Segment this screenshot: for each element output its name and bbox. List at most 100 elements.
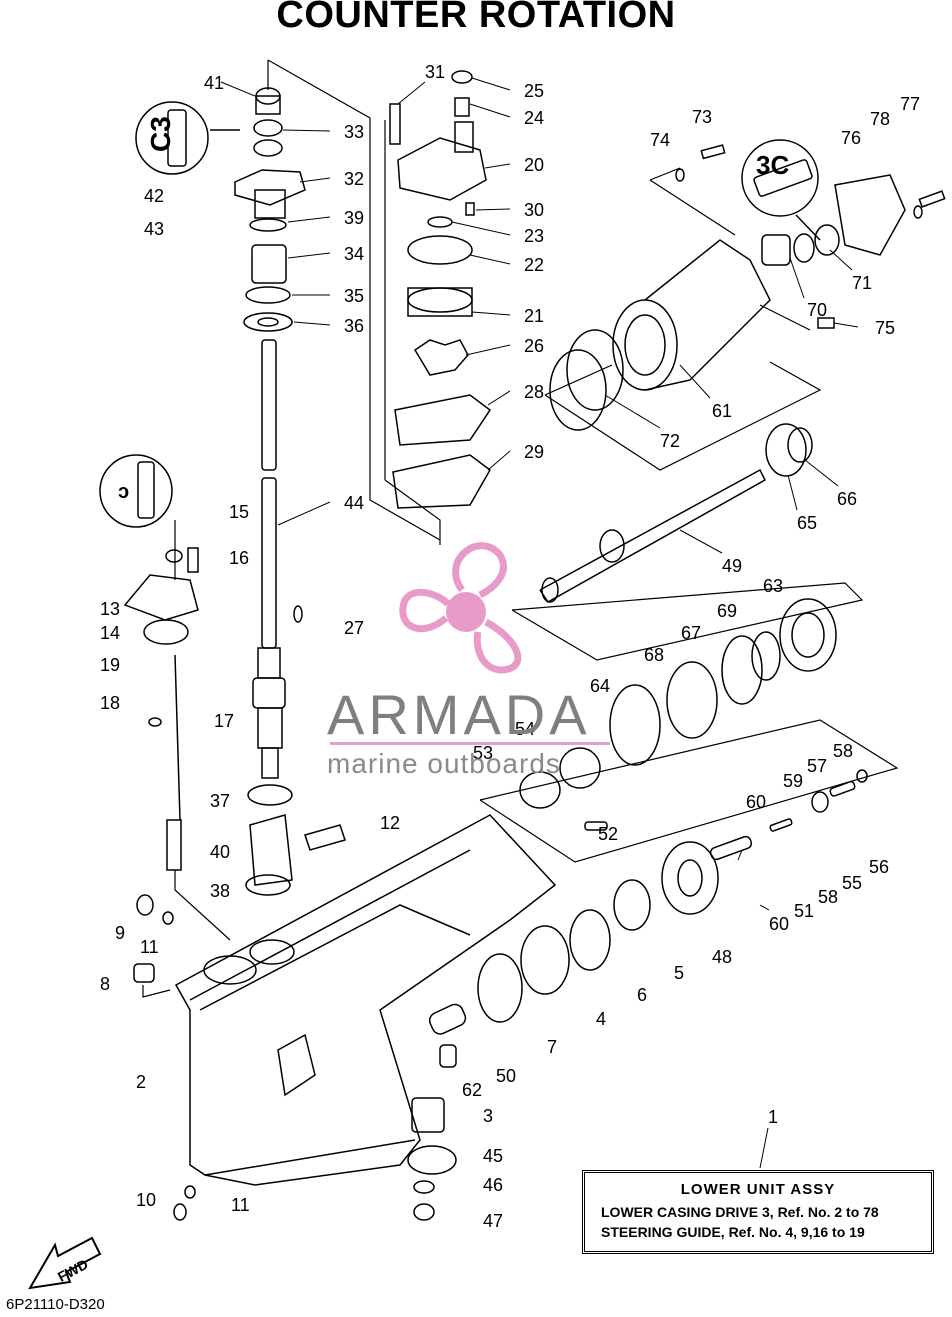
svg-text:3C: 3C (756, 150, 789, 180)
callout-number: 36 (344, 316, 364, 336)
callout-number: 56 (869, 857, 889, 877)
callout-number: 31 (425, 62, 445, 82)
upper-shaft-parts (234, 87, 306, 332)
watermark-underline (330, 742, 610, 745)
assembly-legend-box: LOWER UNIT ASSY LOWER CASING DRIVE 3, Re… (582, 1170, 934, 1254)
callout-number: 7 (547, 1037, 557, 1057)
callout-number: 16 (229, 548, 249, 568)
fwd-label: FWD (55, 1256, 91, 1285)
callout-number: 11 (140, 937, 159, 957)
callout-number: 73 (692, 107, 712, 127)
callout-number: 45 (483, 1146, 503, 1166)
callout-number: 15 (229, 502, 249, 522)
callout-number: 65 (797, 513, 817, 533)
callout-number: 24 (524, 108, 544, 128)
callout-number: 44 (344, 493, 364, 513)
callout-number: 43 (144, 219, 164, 239)
callout-number: 77 (900, 94, 920, 114)
callout-number: 27 (344, 618, 364, 638)
callout-number: 78 (870, 109, 890, 129)
callout-number: 48 (712, 947, 732, 967)
callout-number: 18 (100, 693, 120, 713)
callout-number: 2 (136, 1072, 146, 1092)
callout-number: 30 (524, 200, 544, 220)
callout-number: 39 (344, 208, 364, 228)
callout-number: 58 (833, 741, 853, 761)
propeller-shaft-49 (539, 423, 813, 603)
callout-number: 71 (852, 273, 872, 293)
callout-number: 41 (204, 73, 224, 93)
callout-leaders (220, 77, 859, 1169)
callout-number: 50 (496, 1066, 516, 1086)
callout-number: 53 (473, 743, 493, 763)
callout-number: 75 (875, 318, 895, 338)
callout-number: 6 (637, 985, 647, 1005)
detail-circle-right: 3C (741, 139, 821, 241)
callout-number: 1 (768, 1107, 778, 1127)
callout-number: 23 (524, 226, 544, 246)
callout-number: 54 (515, 719, 535, 739)
water-pump-parts (389, 70, 492, 509)
callout-number: 40 (210, 842, 230, 862)
drawing-code: 6P21110-D320 (6, 1296, 105, 1313)
svg-text:C3: C3 (145, 116, 176, 152)
callout-number: 60 (746, 792, 766, 812)
callout-number: 34 (344, 244, 364, 264)
svg-text:ɔ: ɔ (118, 481, 129, 503)
callout-number: 67 (681, 623, 701, 643)
callout-number: 63 (763, 576, 783, 596)
callout-number: 66 (837, 489, 857, 509)
callout-number: 69 (717, 601, 737, 621)
callout-number: 46 (483, 1175, 503, 1195)
callout-number: 51 (794, 901, 814, 921)
callout-number: 61 (712, 401, 732, 421)
callout-number: 3 (483, 1106, 493, 1126)
callout-number: 8 (100, 974, 110, 994)
callout-number: 32 (344, 169, 364, 189)
forward-direction-arrow: FWD (28, 1236, 102, 1290)
callout-number: 21 (524, 306, 544, 326)
callout-number: 60 (769, 914, 789, 934)
callout-number: 49 (722, 556, 742, 576)
callout-number: 13 (100, 599, 120, 619)
drive-shaft-44 (252, 339, 286, 779)
lower-casing-2 (174, 784, 557, 1186)
callout-number: 28 (524, 382, 544, 402)
callout-number: 59 (783, 771, 803, 791)
watermark-brand: ARMADA (327, 683, 591, 746)
callout-number: 22 (524, 255, 544, 275)
callout-number: 29 (524, 442, 544, 462)
callout-number: 42 (144, 186, 164, 206)
legend-line-1: LOWER CASING DRIVE 3, Ref. No. 2 to 78 (601, 1204, 879, 1220)
callout-number: 5 (674, 963, 684, 983)
callout-number: 14 (100, 623, 120, 643)
callout-number: 52 (598, 824, 618, 844)
legend-line-2: STEERING GUIDE, Ref. No. 4, 9,16 to 19 (601, 1224, 865, 1240)
watermark-tagline: marine outboards (327, 748, 561, 779)
callout-number: 62 (462, 1080, 482, 1100)
callout-number: 58 (818, 887, 838, 907)
callout-number: 55 (842, 873, 862, 893)
callout-number: 38 (210, 881, 230, 901)
diagram-title: COUNTER ROTATION (276, 0, 676, 36)
callout-number: 76 (841, 128, 861, 148)
callout-number: 17 (214, 711, 234, 731)
callout-number: 47 (483, 1211, 503, 1231)
callout-number: 20 (524, 155, 544, 175)
callout-number: 26 (524, 336, 544, 356)
legend-heading: LOWER UNIT ASSY (680, 1181, 836, 1198)
callout-number: 19 (100, 655, 120, 675)
callout-number: 33 (344, 122, 364, 142)
callout-number: 74 (650, 130, 670, 150)
callout-number: 64 (590, 676, 610, 696)
callout-number: 68 (644, 645, 664, 665)
callout-numbers: 4133423243393435363125242030232221262829… (100, 62, 920, 1231)
watermark-propeller-logo (399, 542, 522, 674)
detail-circle-left: ɔ (99, 454, 173, 528)
callout-number: 9 (115, 923, 125, 943)
callout-number: 35 (344, 286, 364, 306)
callout-number: 12 (380, 813, 400, 833)
callout-number: 57 (807, 756, 827, 776)
